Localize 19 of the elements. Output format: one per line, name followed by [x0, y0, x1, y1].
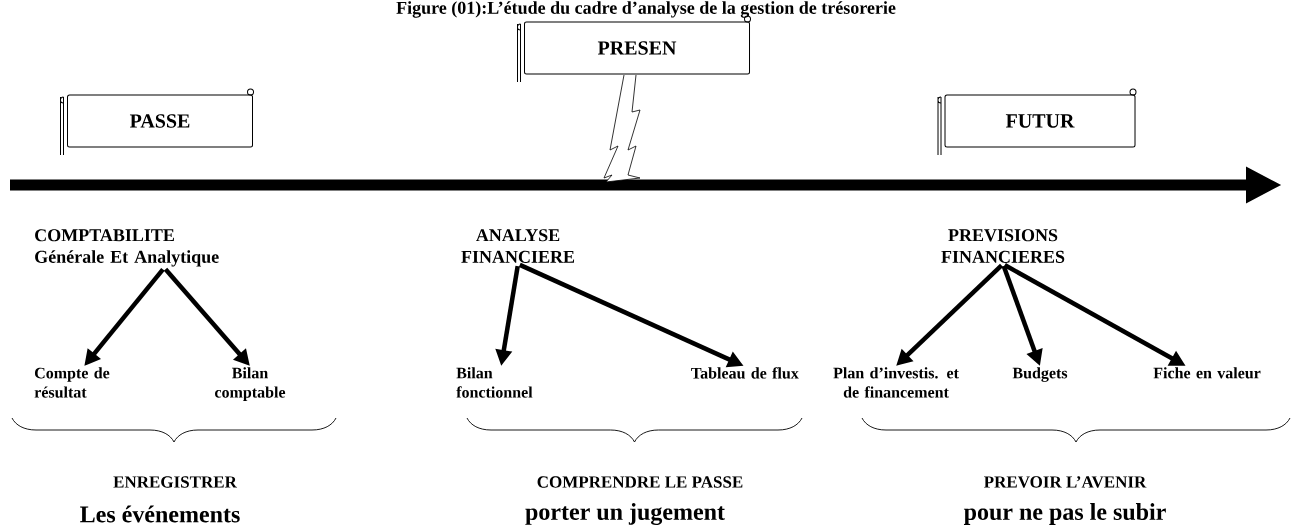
scroll-banner: FUTUR — [937, 88, 1137, 156]
scroll-banner: PASSE — [60, 88, 254, 156]
section-caption: Les événements — [80, 505, 240, 523]
item-text: Fiche en valeur — [1153, 367, 1261, 379]
item-text: Compte de résultat — [34, 367, 110, 398]
item-text: Budgets — [1012, 367, 1068, 382]
heading-text: ANALYSE FINANCIERE — [461, 229, 575, 263]
section-heading: PREVOIR L’AVENIR — [984, 476, 1147, 488]
heading-text: PREVISIONS FINANCIERES — [941, 229, 1065, 263]
figure-title: Figure (01):L’étude du cadre d’analyse de la gestion de trésorerie — [396, 1, 896, 18]
item-text: Bilan fonctionnel — [456, 367, 533, 398]
heading-text: COMPTABILITE Générale Et Analytique — [35, 229, 219, 267]
section-heading: COMPRENDRE LE PASSE — [537, 476, 743, 488]
section-caption: pour ne pas le subir — [963, 503, 1166, 525]
item-text: Plan d’investis. et de financement — [833, 367, 959, 398]
section-caption: porter un jugement — [525, 503, 725, 525]
section-heading: ENREGISTRER — [113, 476, 237, 488]
item-text: Tableau de flux — [691, 367, 799, 379]
item-text: Bilan comptable — [215, 367, 286, 401]
